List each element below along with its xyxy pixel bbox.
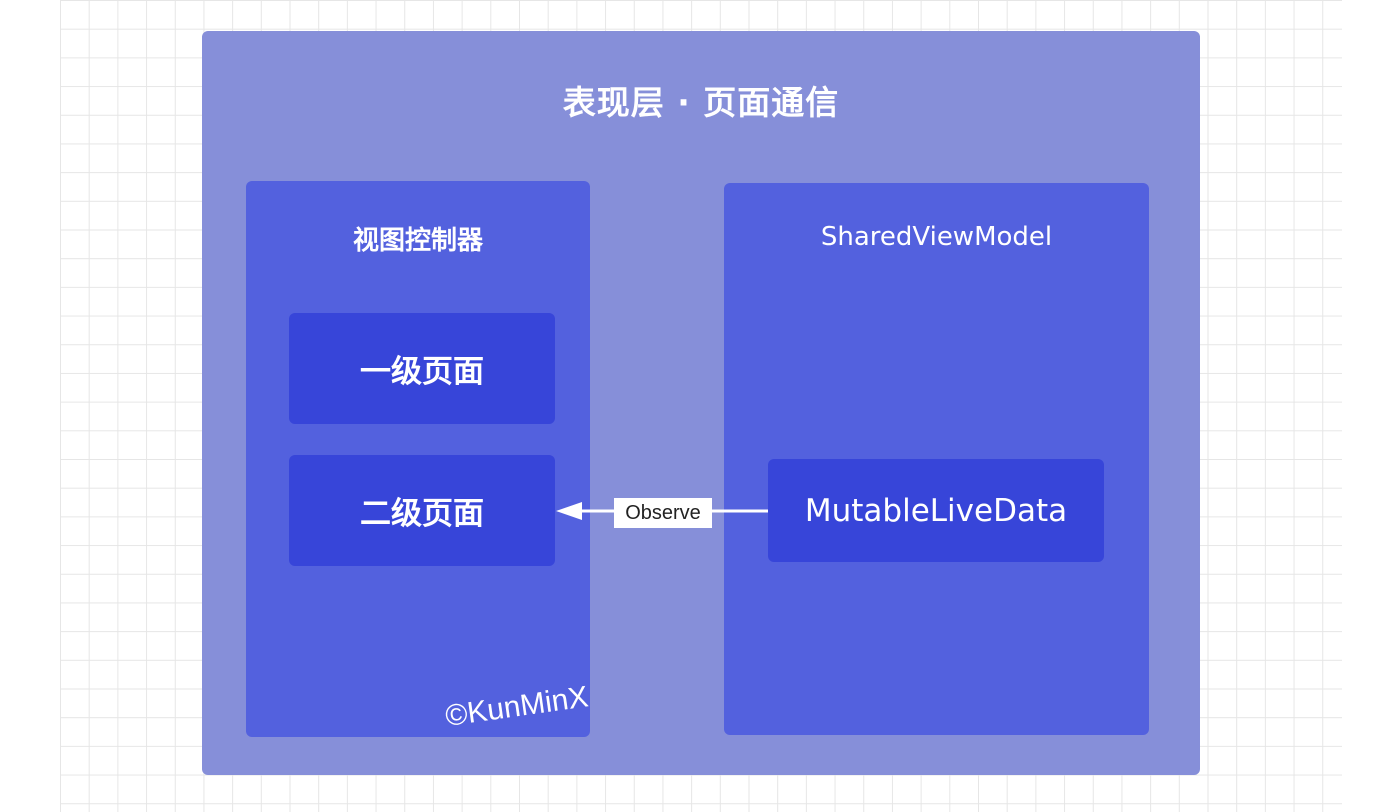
shared-view-model-title: SharedViewModel: [820, 222, 1053, 252]
primary-page-node: 一级页面: [289, 313, 555, 424]
view-controller-title: 视图控制器: [352, 226, 483, 256]
mutable-live-data-node: MutableLiveData: [768, 459, 1104, 562]
diagram-title: 表现层 · 页面通信: [562, 83, 840, 122]
secondary-page-node: 二级页面: [289, 455, 555, 566]
observe-edge-label: Observe: [614, 498, 712, 528]
